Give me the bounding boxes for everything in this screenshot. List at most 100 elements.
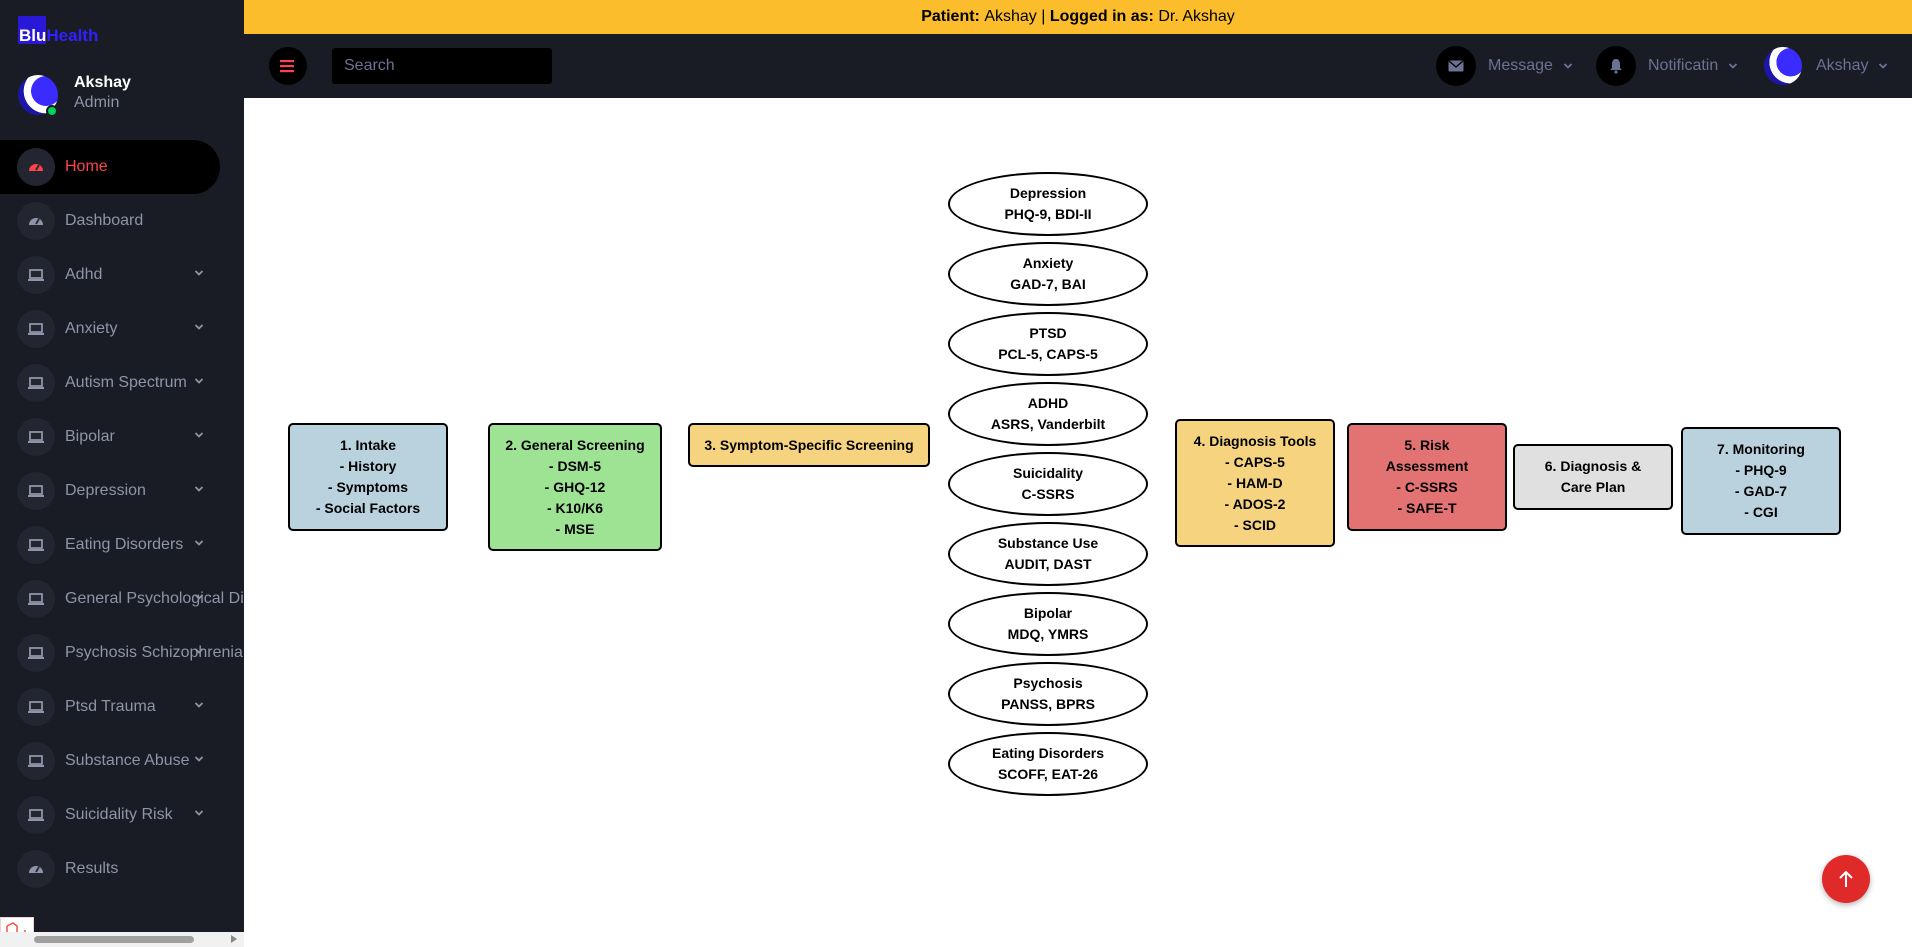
- condition-name: PTSD: [1029, 325, 1067, 341]
- profile-role: Admin: [74, 94, 120, 111]
- condition-tools: ASRS, Vanderbilt: [990, 416, 1106, 432]
- sidebar-item-eating-disorders[interactable]: Eating Disorders: [0, 518, 244, 572]
- sidebar-item-psychosis-schizophrenia[interactable]: Psychosis Schizophrenia: [0, 626, 244, 680]
- notification-dropdown[interactable]: Notificatin: [1596, 46, 1738, 86]
- sidebar-item-label: Results: [65, 860, 119, 877]
- sidebar-item-label: Substance Abuse: [65, 752, 190, 769]
- hamburger-icon: [280, 60, 294, 73]
- condition-node: ADHD ASRS, Vanderbilt: [948, 382, 1148, 446]
- banner-separator: |: [1041, 8, 1046, 25]
- chevron-down-icon: [194, 486, 204, 492]
- chevron-down-icon: [194, 324, 204, 330]
- laptop-icon: [17, 742, 55, 780]
- condition-tools: GAD-7, BAI: [1010, 276, 1086, 292]
- brand-name-part2: Health: [46, 26, 99, 45]
- sidebar-item-dashboard[interactable]: Dashboard: [0, 194, 244, 248]
- condition-tools: PHQ-9, BDI-II: [1004, 206, 1092, 222]
- condition-name: Substance Use: [997, 535, 1099, 551]
- sidebar-item-results[interactable]: Results: [0, 842, 244, 896]
- sidebar-item-label: Home: [65, 158, 108, 175]
- user-dropdown[interactable]: Akshay: [1764, 47, 1888, 85]
- bell-icon: [1596, 46, 1636, 86]
- patient-banner: Patient: Akshay | Logged in as: Dr. Aksh…: [244, 0, 1912, 34]
- sidebar-item-general-psychological-di[interactable]: General Psychological Di: [0, 572, 244, 626]
- horizontal-scrollbar[interactable]: [0, 932, 244, 947]
- laptop-icon: [17, 688, 55, 726]
- sidebar-item-substance-abuse[interactable]: Substance Abuse: [0, 734, 244, 788]
- flow-step-risk: 5. Risk Assessment - C-SSRS - SAFE-T: [1347, 423, 1507, 531]
- laptop-icon: [17, 580, 55, 618]
- scrollbar-thumb[interactable]: [34, 936, 194, 943]
- scroll-right-arrow-icon[interactable]: [231, 935, 237, 943]
- speedometer-icon: [17, 148, 55, 186]
- laptop-icon: [17, 526, 55, 564]
- condition-name: Anxiety: [1022, 255, 1074, 271]
- user-name: Akshay: [1816, 57, 1869, 74]
- sidebar-item-adhd[interactable]: Adhd: [0, 248, 244, 302]
- laptop-icon: [17, 364, 55, 402]
- flow-step-diagnosis-plan: 6. Diagnosis & Care Plan: [1513, 444, 1673, 510]
- menu-toggle-button[interactable]: [269, 47, 307, 85]
- sidebar-item-autism-spectrum[interactable]: Autism Spectrum: [0, 356, 244, 410]
- chevron-down-icon: [1729, 63, 1738, 69]
- chevron-down-icon: [194, 810, 204, 816]
- flow-step-diagnosis-tools: 4. Diagnosis Tools - CAPS-5 - HAM-D - AD…: [1175, 419, 1335, 547]
- top-header: Message Notificatin Akshay: [244, 34, 1912, 98]
- logged-in-user: Dr. Akshay: [1158, 8, 1235, 25]
- patient-name: Akshay: [984, 8, 1037, 25]
- chevron-down-icon: [1879, 63, 1888, 69]
- laptop-icon: [17, 634, 55, 672]
- online-status-dot: [46, 105, 58, 117]
- notification-label: Notificatin: [1648, 57, 1719, 74]
- sidebar-item-label: Psychosis Schizophrenia: [65, 644, 243, 661]
- sidebar-profile[interactable]: Akshay Admin: [18, 70, 238, 120]
- chevron-down-icon: [194, 270, 204, 276]
- assessment-flow-diagram: 1. Intake - History - Symptoms - Social …: [244, 98, 1912, 947]
- laptop-icon: [17, 796, 55, 834]
- sidebar-item-depression[interactable]: Depression: [0, 464, 244, 518]
- chevron-down-icon: [194, 702, 204, 708]
- sidebar-item-suicidality-risk[interactable]: Suicidality Risk: [0, 788, 244, 842]
- condition-tools: MDQ, YMRS: [1007, 626, 1089, 642]
- flow-step-monitoring: 7. Monitoring - PHQ-9 - GAD-7 - CGI: [1681, 427, 1841, 535]
- user-avatar: [1764, 47, 1802, 85]
- flow-step-general: 2. General Screening - DSM-5 - GHQ-12 - …: [488, 423, 662, 551]
- chevron-down-icon: [194, 648, 204, 654]
- sidebar-item-home[interactable]: Home: [0, 140, 220, 194]
- envelope-icon: [1436, 46, 1476, 86]
- message-label: Message: [1488, 57, 1553, 74]
- sidebar-item-label: Eating Disorders: [65, 536, 184, 553]
- sidebar-item-ptsd-trauma[interactable]: Ptsd Trauma: [0, 680, 244, 734]
- sidebar-item-label: Anxiety: [65, 320, 118, 337]
- profile-name: Akshay: [74, 74, 131, 91]
- chevron-down-icon: [194, 378, 204, 384]
- flow-step-intake: 1. Intake - History - Symptoms - Social …: [288, 423, 448, 531]
- condition-tools: AUDIT, DAST: [1004, 556, 1092, 572]
- condition-tools: C-SSRS: [1021, 486, 1075, 502]
- condition-name: Bipolar: [1023, 605, 1073, 621]
- speedometer-icon: [17, 850, 55, 888]
- sidebar-item-bipolar[interactable]: Bipolar: [0, 410, 244, 464]
- sidebar-item-anxiety[interactable]: Anxiety: [0, 302, 244, 356]
- message-dropdown[interactable]: Message: [1436, 46, 1573, 86]
- condition-tools: PCL-5, CAPS-5: [998, 346, 1098, 362]
- scroll-to-top-button[interactable]: [1822, 855, 1870, 903]
- flow-step-symptom: 3. Symptom-Specific Screening: [688, 423, 930, 467]
- patient-label: Patient:: [921, 8, 980, 25]
- condition-tools: SCOFF, EAT-26: [997, 766, 1099, 782]
- condition-name: ADHD: [1027, 395, 1069, 411]
- condition-tools: PANSS, BPRS: [1001, 696, 1095, 712]
- condition-name: Eating Disorders: [991, 745, 1105, 761]
- chevron-down-icon: [1563, 63, 1573, 69]
- search-input[interactable]: [332, 48, 552, 84]
- brand-logo-mark: [18, 16, 46, 44]
- condition-node: PTSD PCL-5, CAPS-5: [948, 312, 1148, 376]
- laptop-icon: [17, 418, 55, 456]
- chevron-down-icon: [194, 432, 204, 438]
